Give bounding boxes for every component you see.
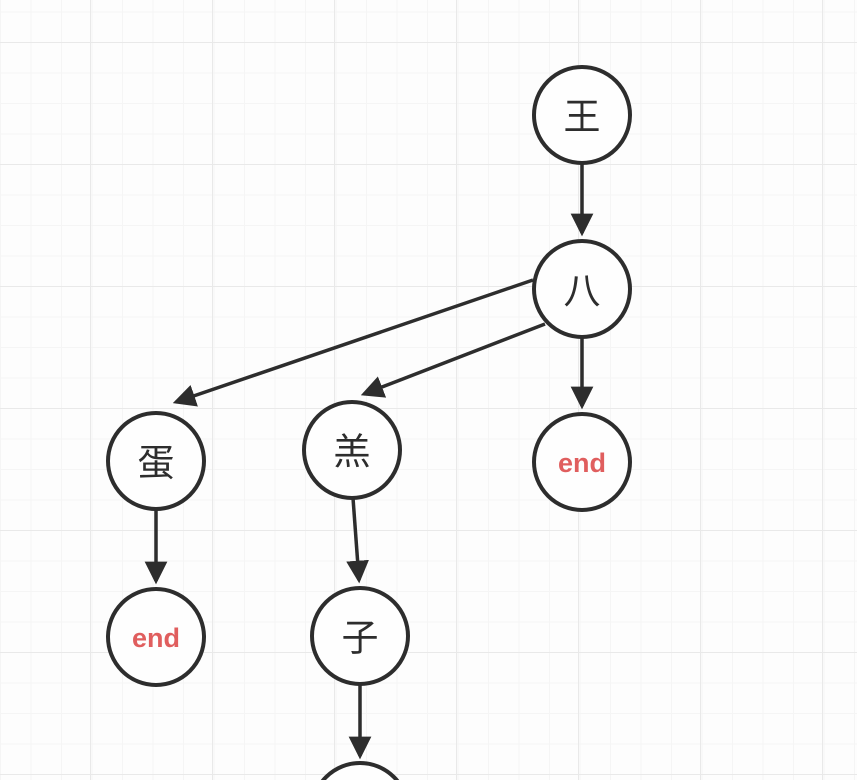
node-end-right[interactable]: end	[532, 412, 632, 512]
node-label: 羔	[334, 432, 371, 473]
node-zi[interactable]: 子	[310, 586, 410, 686]
node-label: 八	[564, 271, 601, 312]
edge-ba-gao[interactable]	[360, 322, 546, 398]
edge-layer	[144, 163, 594, 760]
node-label: 蛋	[138, 443, 175, 484]
node-circle	[532, 65, 632, 165]
node-wang[interactable]: 王	[532, 65, 632, 165]
node-end-left[interactable]: end	[106, 587, 206, 687]
node-label: 子	[342, 618, 379, 659]
node-ba[interactable]: 八	[532, 239, 632, 339]
edge-ba-dan[interactable]	[172, 278, 534, 407]
edge-gao-zi[interactable]	[346, 497, 369, 584]
node-next-partial[interactable]	[312, 761, 408, 780]
node-circle	[106, 411, 206, 511]
node-label: 王	[564, 97, 601, 138]
end-label: end	[132, 623, 180, 653]
node-gao[interactable]: 羔	[302, 400, 402, 500]
node-circle	[532, 239, 632, 339]
end-label: end	[558, 448, 606, 478]
node-circle	[302, 400, 402, 500]
node-circle	[320, 761, 400, 780]
node-dan[interactable]: 蛋	[106, 411, 206, 511]
node-circle	[310, 586, 410, 686]
node-circle	[532, 412, 632, 512]
node-circle	[106, 587, 206, 687]
